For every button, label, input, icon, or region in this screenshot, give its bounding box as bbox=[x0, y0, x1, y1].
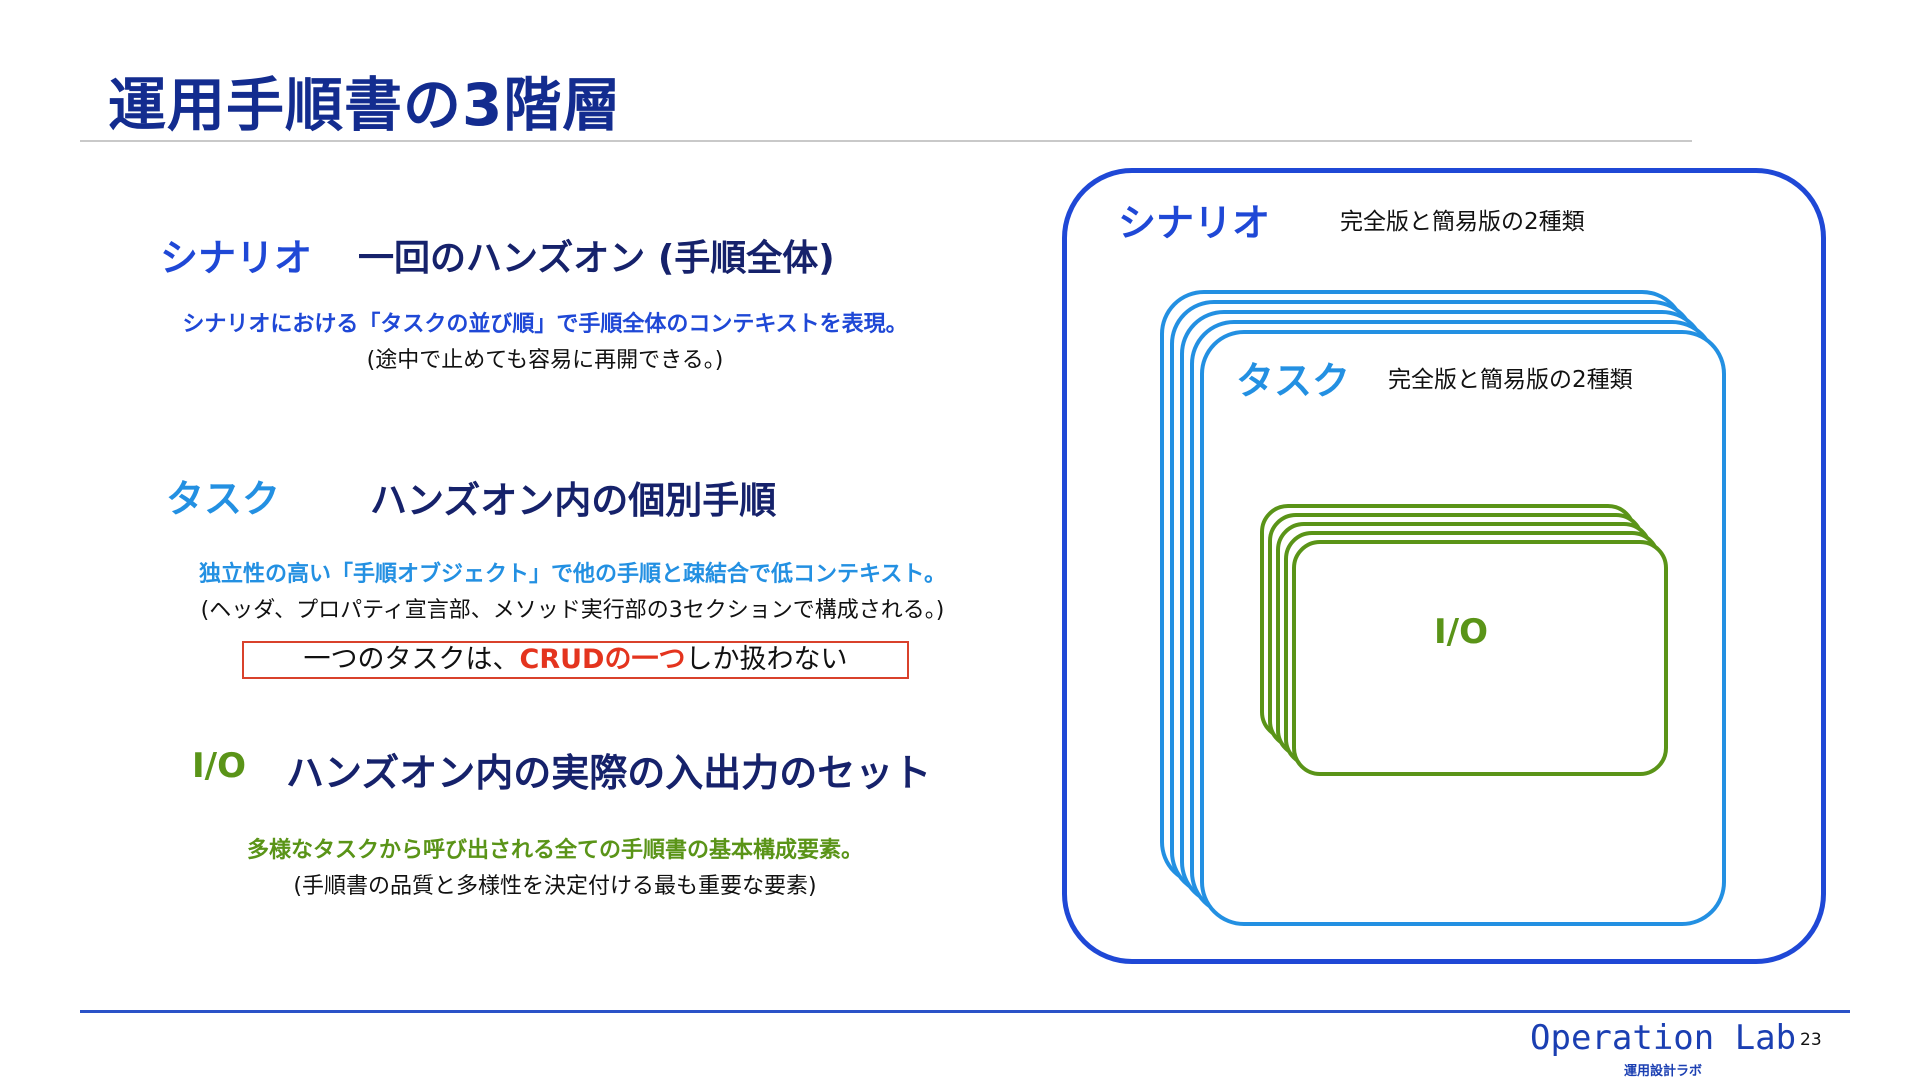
task-heading: ハンズオン内の個別手順 bbox=[370, 479, 777, 522]
io-heading: ハンズオン内の実際の入出力のセット bbox=[286, 751, 932, 795]
diagram-task-subtitle: 完全版と簡易版の2種類 bbox=[1388, 367, 1633, 393]
task-description-bold: 独立性の高い「手順オブジェクト」で他の手順と疎結合で低コンテキスト。 bbox=[199, 562, 946, 587]
diagram-task-label: タスク bbox=[1236, 359, 1351, 403]
task-term: タスク bbox=[166, 477, 281, 521]
scenario-description-bold: シナリオにおける「タスクの並び順」で手順全体のコンテキストを表現。 bbox=[182, 312, 908, 337]
page-title: 運用手順書の3階層 bbox=[108, 71, 622, 139]
scenario-term: シナリオ bbox=[160, 236, 313, 280]
brand-subtitle: 運用設計ラボ bbox=[1624, 1064, 1703, 1079]
callout-suffix: しか扱わない bbox=[685, 644, 848, 675]
callout-prefix: 一つのタスクは、 bbox=[303, 644, 520, 675]
scenario-heading: 一回のハンズオン (手順全体) bbox=[358, 238, 835, 279]
diagram-scenario-subtitle: 完全版と簡易版の2種類 bbox=[1340, 209, 1585, 235]
title-divider bbox=[80, 140, 1692, 142]
io-description: (手順書の品質と多様性を決定付ける最も重要な要素) bbox=[293, 874, 817, 899]
io-front-card bbox=[1292, 540, 1668, 776]
task-description: (ヘッダ、プロパティ宣言部、メソッド実行部の3セクションで構成される。) bbox=[200, 598, 945, 623]
page-number: 23 bbox=[1800, 1030, 1822, 1050]
crud-callout-box: 一つのタスクは、CRUDの一つしか扱わない bbox=[242, 641, 909, 679]
io-term: I/O bbox=[192, 746, 246, 786]
diagram-io-label: I/O bbox=[1434, 612, 1488, 652]
diagram-scenario-label: シナリオ bbox=[1118, 201, 1271, 245]
io-description-bold: 多様なタスクから呼び出される全ての手順書の基本構成要素。 bbox=[246, 838, 863, 863]
footer-divider bbox=[80, 1010, 1850, 1013]
callout-highlight: CRUDの一つ bbox=[519, 644, 686, 675]
scenario-description: (途中で止めても容易に再開できる。) bbox=[366, 348, 724, 373]
brand-logo-text: Operation Lab bbox=[1530, 1018, 1797, 1058]
